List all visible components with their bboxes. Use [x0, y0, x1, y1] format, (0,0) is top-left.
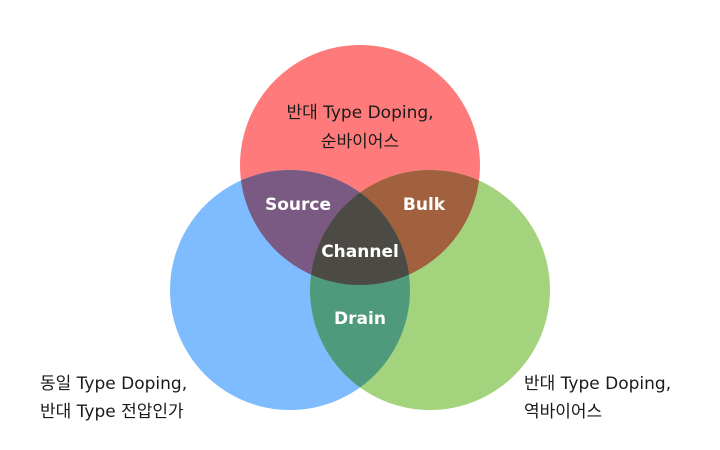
drain-label: Drain	[334, 309, 386, 329]
right-caption-line2: 역바이어스	[524, 402, 602, 422]
right-caption-line1: 반대 Type Doping,	[524, 374, 671, 394]
left-caption-line1: 동일 Type Doping,	[40, 374, 187, 394]
channel-label: Channel	[321, 242, 399, 262]
bulk-label: Bulk	[403, 195, 446, 215]
left-caption-line2: 반대 Type 전압인가	[40, 402, 184, 422]
source-label: Source	[265, 195, 331, 215]
top-caption-line2: 순바이어스	[321, 132, 399, 152]
top-caption-line1: 반대 Type Doping,	[286, 103, 433, 123]
overlap-channel	[310, 170, 410, 285]
